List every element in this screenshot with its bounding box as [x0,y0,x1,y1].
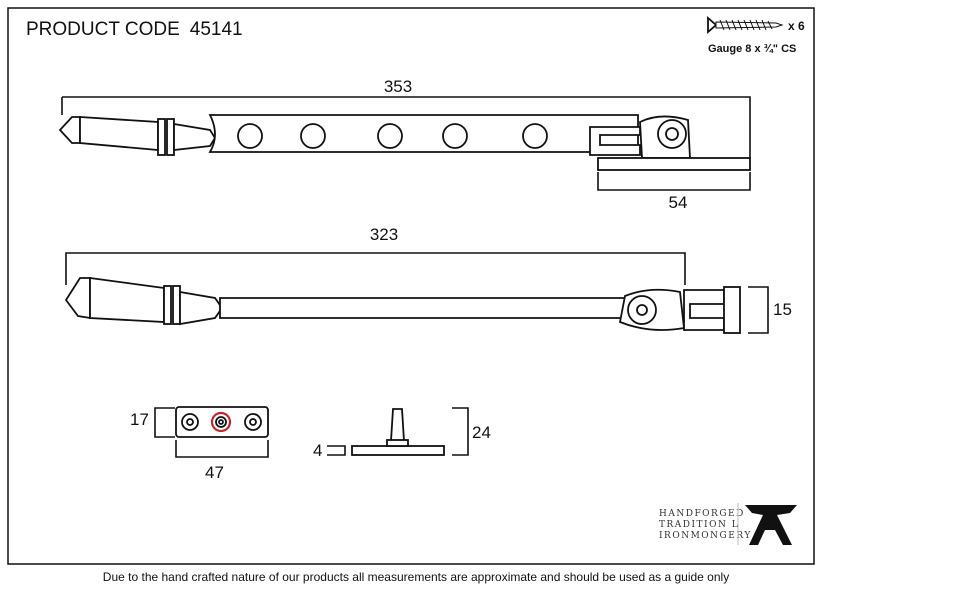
disclaimer: Due to the hand crafted nature of our pr… [102,570,730,584]
plate-height-label: 17 [130,410,149,429]
svg-text:TRADITION L: TRADITION L [659,520,739,530]
drawing-frame [7,7,815,565]
stay-length-label: 353 [384,77,412,96]
casement-stay-side-view [64,252,769,334]
plate-width-label: 47 [205,463,224,482]
pin-stay-length-label: 323 [370,225,398,244]
anvil-logo-icon [745,505,797,545]
svg-text:HANDFORGED: HANDFORGED [659,509,745,519]
screw-quantity: x 6 [788,19,805,33]
locking-pin [327,407,469,456]
casement-stay-top-view [58,96,751,191]
fixing-plate [154,406,269,458]
company-logo: HANDFORGED TRADITION L IRONMONGERY [659,503,797,545]
screw-gauge: Gauge 8 x ¾" CS [708,43,796,55]
svg-text:IRONMONGERY: IRONMONGERY [659,531,752,541]
staple-height-label: 24 [472,423,491,442]
pin-height-label: 15 [773,300,792,319]
staple-base-label: 4 [313,441,322,460]
screw-icon [707,16,784,34]
bracket-length-label: 54 [669,193,688,212]
